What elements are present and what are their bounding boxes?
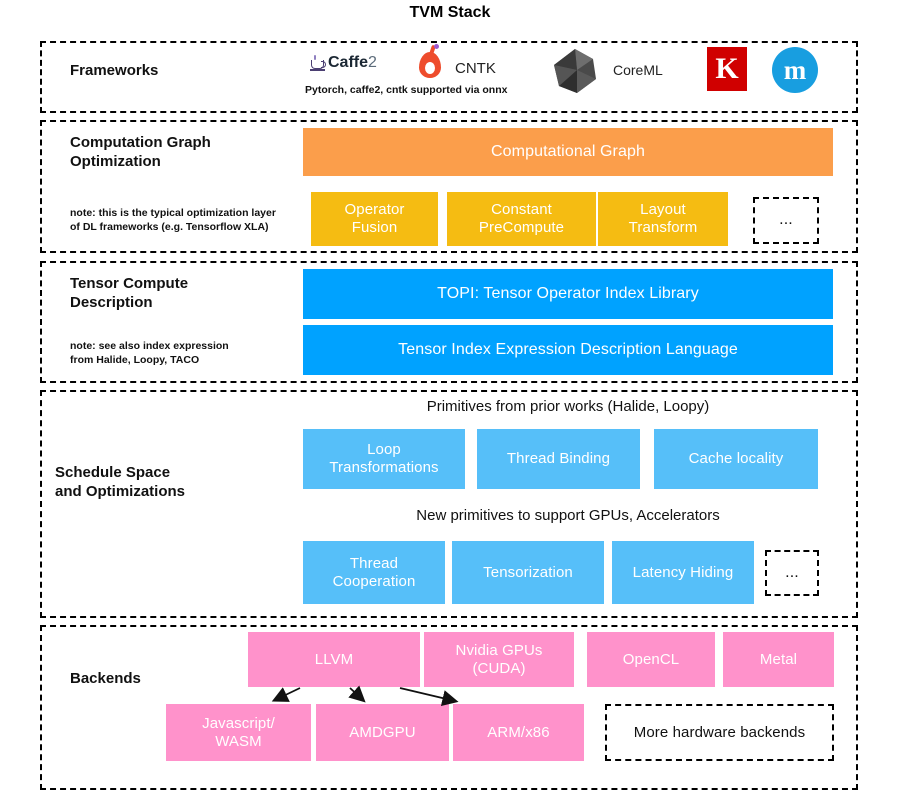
javascript-wasm-box[interactable]: Javascript/ WASM: [166, 704, 311, 761]
keras-logo: K: [707, 47, 747, 91]
coffee-cup-icon: [310, 54, 326, 72]
thread-binding-box[interactable]: Thread Binding: [477, 429, 640, 489]
constant-precompute-box[interactable]: Constant PreCompute: [447, 192, 596, 246]
coreml-label: CoreML: [613, 62, 663, 78]
section-computation-graph-label: Computation Graph Optimization: [70, 134, 211, 170]
more-hardware-backends-box[interactable]: More hardware backends: [605, 704, 834, 761]
llvm-box[interactable]: LLVM: [248, 632, 420, 687]
caffe2-label: Caffe2: [328, 54, 377, 71]
arm-x86-box[interactable]: ARM/x86: [453, 704, 584, 761]
topi-box[interactable]: TOPI: Tensor Operator Index Library: [303, 269, 833, 319]
section-tensor-compute-label: Tensor Compute Description: [70, 275, 189, 311]
frameworks-onnx-note: Pytorch, caffe2, cntk supported via onnx: [305, 84, 508, 96]
layout-transform-box[interactable]: Layout Transform: [598, 192, 728, 246]
onnx-polygon-icon: [552, 48, 598, 94]
latency-hiding-box[interactable]: Latency Hiding: [612, 541, 754, 604]
schedule-caption-new-primitives: New primitives to support GPUs, Accelera…: [416, 507, 720, 524]
section-tensor-compute-note: note: see also index expression from Hal…: [70, 340, 229, 366]
cache-locality-box[interactable]: Cache locality: [654, 429, 818, 489]
nvidia-gpus-cuda-box[interactable]: Nvidia GPUs (CUDA): [424, 632, 574, 687]
keras-k-label: K: [707, 47, 747, 91]
operator-fusion-box[interactable]: Operator Fusion: [311, 192, 438, 246]
tensorization-box[interactable]: Tensorization: [452, 541, 604, 604]
amdgpu-box[interactable]: AMDGPU: [316, 704, 449, 761]
caffe2-logo: Caffe2: [310, 54, 377, 72]
metal-box[interactable]: Metal: [723, 632, 834, 687]
tensor-index-expression-box[interactable]: Tensor Index Expression Description Lang…: [303, 325, 833, 375]
pytorch-flame-icon: [417, 44, 443, 78]
section-backends-label: Backends: [70, 670, 141, 687]
thread-cooperation-box[interactable]: Thread Cooperation: [303, 541, 445, 604]
mxnet-logo: m: [772, 47, 818, 93]
cntk-label: CNTK: [455, 60, 496, 77]
schedule-caption-prior-works: Primitives from prior works (Halide, Loo…: [426, 398, 710, 415]
schedule-space-more-box[interactable]: ...: [765, 550, 819, 596]
section-schedule-space-label: Schedule Space and Optimizations: [55, 464, 186, 500]
mxnet-m-label: m: [772, 47, 818, 93]
loop-transformations-box[interactable]: Loop Transformations: [303, 429, 465, 489]
computation-graph-more-box[interactable]: ...: [753, 197, 819, 244]
computational-graph-box[interactable]: Computational Graph: [303, 128, 833, 176]
section-computation-graph-note: note: this is the typical optimization l…: [70, 207, 276, 233]
opencl-box[interactable]: OpenCL: [587, 632, 715, 687]
section-frameworks-label: Frameworks: [70, 62, 159, 79]
page-title: TVM Stack: [409, 4, 491, 21]
onnx-polygon-svg: [554, 49, 596, 93]
